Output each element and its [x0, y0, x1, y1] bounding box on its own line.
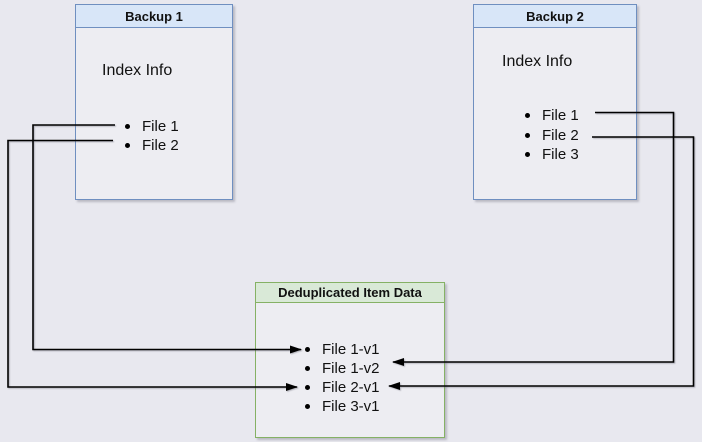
backup2-box: Backup 2 Index Info File 1 File 2 File 3: [473, 4, 637, 200]
list-item: File 2: [125, 136, 179, 155]
bullet-icon: [525, 152, 530, 158]
file-label: File 1-v2: [322, 360, 380, 377]
file-label: File 3-v1: [322, 398, 380, 415]
backup1-file-list: File 1 File 2: [125, 117, 179, 155]
backup1-index-info-label: Index Info: [102, 62, 173, 79]
bullet-icon: [525, 113, 530, 119]
bullet-icon: [305, 404, 310, 409]
dedup-title: Deduplicated Item Data: [256, 283, 444, 303]
backup1-title: Backup 1: [76, 5, 232, 28]
bullet-icon: [305, 366, 310, 371]
bullet-icon: [305, 385, 310, 390]
list-item: File 3-v1: [305, 397, 380, 416]
file-label: File 2: [142, 137, 179, 154]
bullet-icon: [125, 143, 130, 148]
list-item: File 1: [125, 117, 179, 136]
list-item: File 1-v2: [305, 359, 380, 378]
bullet-icon: [305, 347, 310, 352]
file-label: File 2-v1: [322, 379, 380, 396]
backup2-index-info-label: Index Info: [502, 53, 573, 70]
list-item: File 3: [525, 145, 579, 165]
file-label: File 1: [542, 107, 579, 125]
dedup-box: Deduplicated Item Data File 1-v1 File 1-…: [255, 282, 445, 438]
list-item: File 2-v1: [305, 378, 380, 397]
list-item: File 2: [525, 126, 579, 146]
list-item: File 1: [525, 106, 579, 126]
backup2-file-list: File 1 File 2 File 3: [525, 106, 579, 165]
bullet-icon: [525, 132, 530, 138]
dedup-file-list: File 1-v1 File 1-v2 File 2-v1 File 3-v1: [305, 340, 380, 416]
bullet-icon: [125, 124, 130, 129]
list-item: File 1-v1: [305, 340, 380, 359]
file-label: File 1-v1: [322, 341, 380, 358]
file-label: File 2: [542, 126, 579, 144]
file-label: File 1: [142, 118, 179, 135]
backup1-box: Backup 1 Index Info File 1 File 2: [75, 4, 233, 200]
backup2-title: Backup 2: [474, 5, 636, 28]
file-label: File 3: [542, 146, 579, 164]
